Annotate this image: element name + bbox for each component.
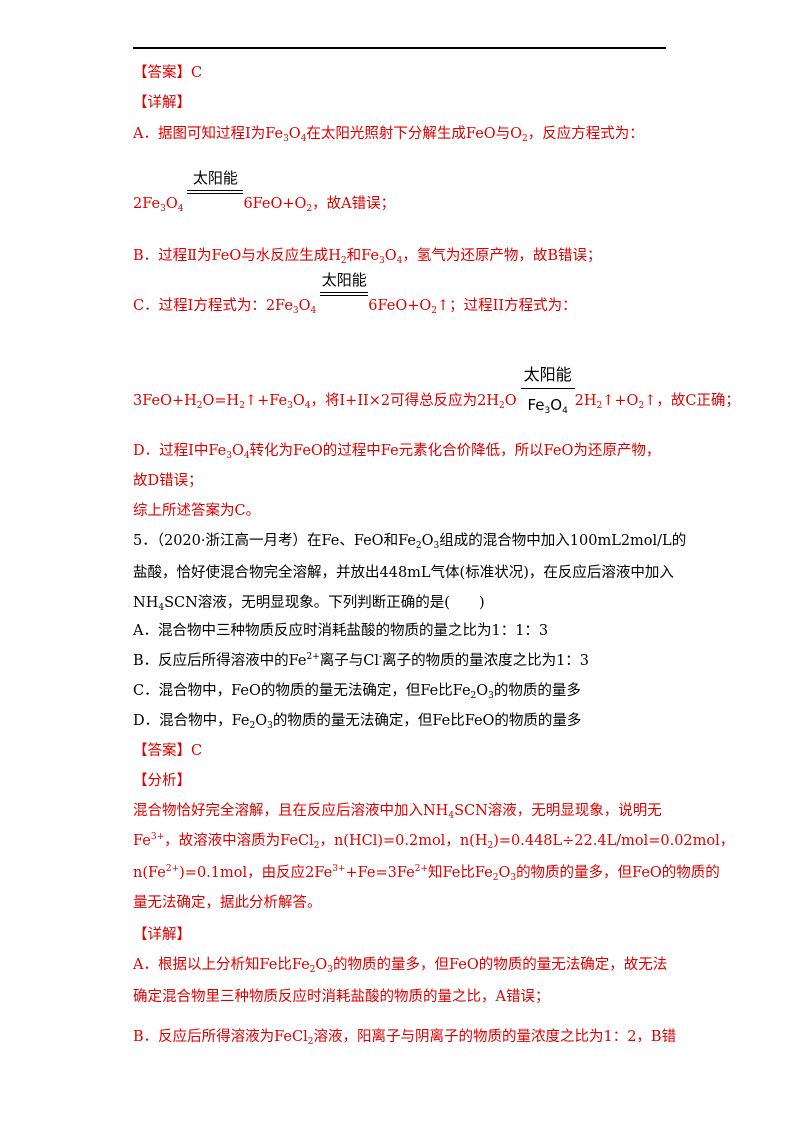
top-rule	[133, 47, 666, 49]
option-b-explanation: B．过程Ⅱ为FeO与水反应生成H2和Fe3O4，氢气为还原产物，故B错误；	[133, 248, 602, 266]
choice-a: A．混合物中三种物质反应时消耗盐酸的物质的量之比为1：1：3	[133, 623, 549, 639]
option-a-explanation: A．据图可知过程Ⅰ为Fe3O4在太阳光照射下分解生成FeO与O2，反应方程式为：	[133, 126, 644, 144]
analysis-line-3: n(Fe2+)=0.1mol，由反应2Fe3++Fe=3Fe2+知Fe比Fe2O…	[133, 864, 720, 883]
choice-c: C．混合物中，FeO的物质的量无法确定，但Fe比Fe2O3的物质的量多	[133, 683, 581, 701]
question-5-line-1: 5．（2020·浙江高一月考）在Fe、FeO和Fe2O3组成的混合物中加入100…	[133, 533, 687, 551]
detail-a-line-2: 确定混合物里三种物质反应时消耗盐酸的物质的量之比，A错误；	[133, 989, 550, 1005]
option-d-explanation-cont: 故D错误；	[133, 473, 203, 489]
summary: 综上所述答案为C。	[133, 503, 261, 519]
detail-a-line-1: A．根据以上分析知Fe比Fe2O3的物质的量多，但FeO的物质的量无法确定，故无…	[133, 957, 668, 975]
detail-label-1: 【详解】	[133, 95, 191, 111]
question-5-line-2: 盐酸，恰好使混合物完全溶解，并放出448mL气体(标准状况)，在反应后溶液中加入	[133, 565, 674, 581]
choice-d: D．混合物中，Fe2O3的物质的量无法确定，但Fe比FeO的物质的量多	[133, 713, 582, 731]
choice-b: B．反应后所得溶液中的Fe2+离子与Cl-离子的物质的量浓度之比为1：3	[133, 652, 590, 670]
analysis-label: 【分析】	[133, 773, 191, 789]
analysis-line-2: Fe3+，故溶液中溶质为FeCl2，n(HCl)=0.2mol，n(H2)=0.…	[133, 832, 735, 851]
answer-label-1: 【答案】C	[133, 65, 203, 81]
analysis-line-1: 混合物恰好完全溶解，且在反应后溶液中加入NH4SCN溶液，无明显现象，说明无	[133, 803, 662, 821]
option-d-explanation: D．过程I中Fe3O4转化为FeO的过程中Fe元素化合价降低，所以FeO为还原产…	[133, 443, 661, 461]
question-5-line-3: NH4SCN溶液，无明显现象。下列判断正确的是( )	[133, 595, 485, 613]
analysis-line-4: 量无法确定，据此分析解答。	[133, 895, 322, 911]
detail-label-2: 【详解】	[133, 927, 191, 943]
detail-b-line-1: B．反应后所得溶液为FeCl2溶液，阳离子与阴离子的物质的量浓度之比为1：2，B…	[133, 1029, 677, 1047]
answer-label-2: 【答案】C	[133, 743, 203, 759]
